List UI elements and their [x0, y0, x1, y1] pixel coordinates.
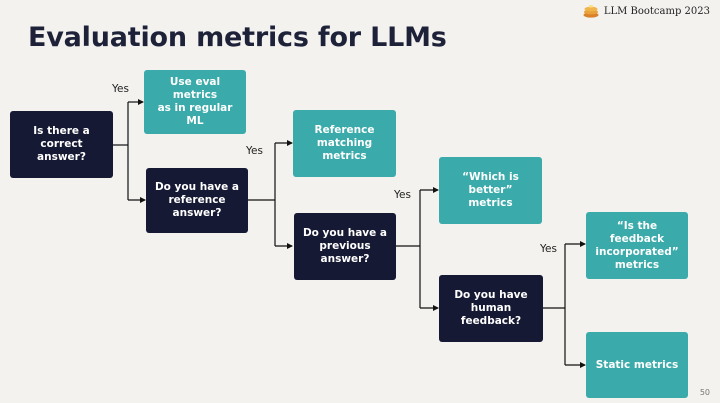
question-previous-answer: Do you have a previous answer? [294, 213, 396, 280]
yes-label-1: Yes [112, 83, 129, 95]
question-human-feedback: Do you have human feedback? [439, 275, 543, 342]
metric-reference-matching: Reference matching metrics [293, 110, 396, 177]
metric-which-is-better: “Which is better” metrics [439, 157, 542, 224]
brand: LLM Bootcamp 2023 [583, 4, 710, 18]
page-number: 50 [699, 388, 710, 397]
metric-feedback-incorporated: “Is the feedback incorporated” metrics [586, 212, 688, 279]
brand-label: LLM Bootcamp 2023 [603, 5, 710, 17]
pancake-logo-icon [583, 5, 599, 18]
yes-label-4: Yes [540, 243, 557, 255]
yes-label-3: Yes [394, 189, 411, 201]
question-reference-answer: Do you have a reference answer? [146, 168, 248, 233]
metric-regular-ml: Use eval metrics as in regular ML [144, 70, 246, 134]
metric-static: Static metrics [586, 332, 688, 398]
question-correct-answer: Is there a correct answer? [10, 111, 113, 178]
slide-title: Evaluation metrics for LLMs [28, 22, 447, 53]
yes-label-2: Yes [246, 145, 263, 157]
